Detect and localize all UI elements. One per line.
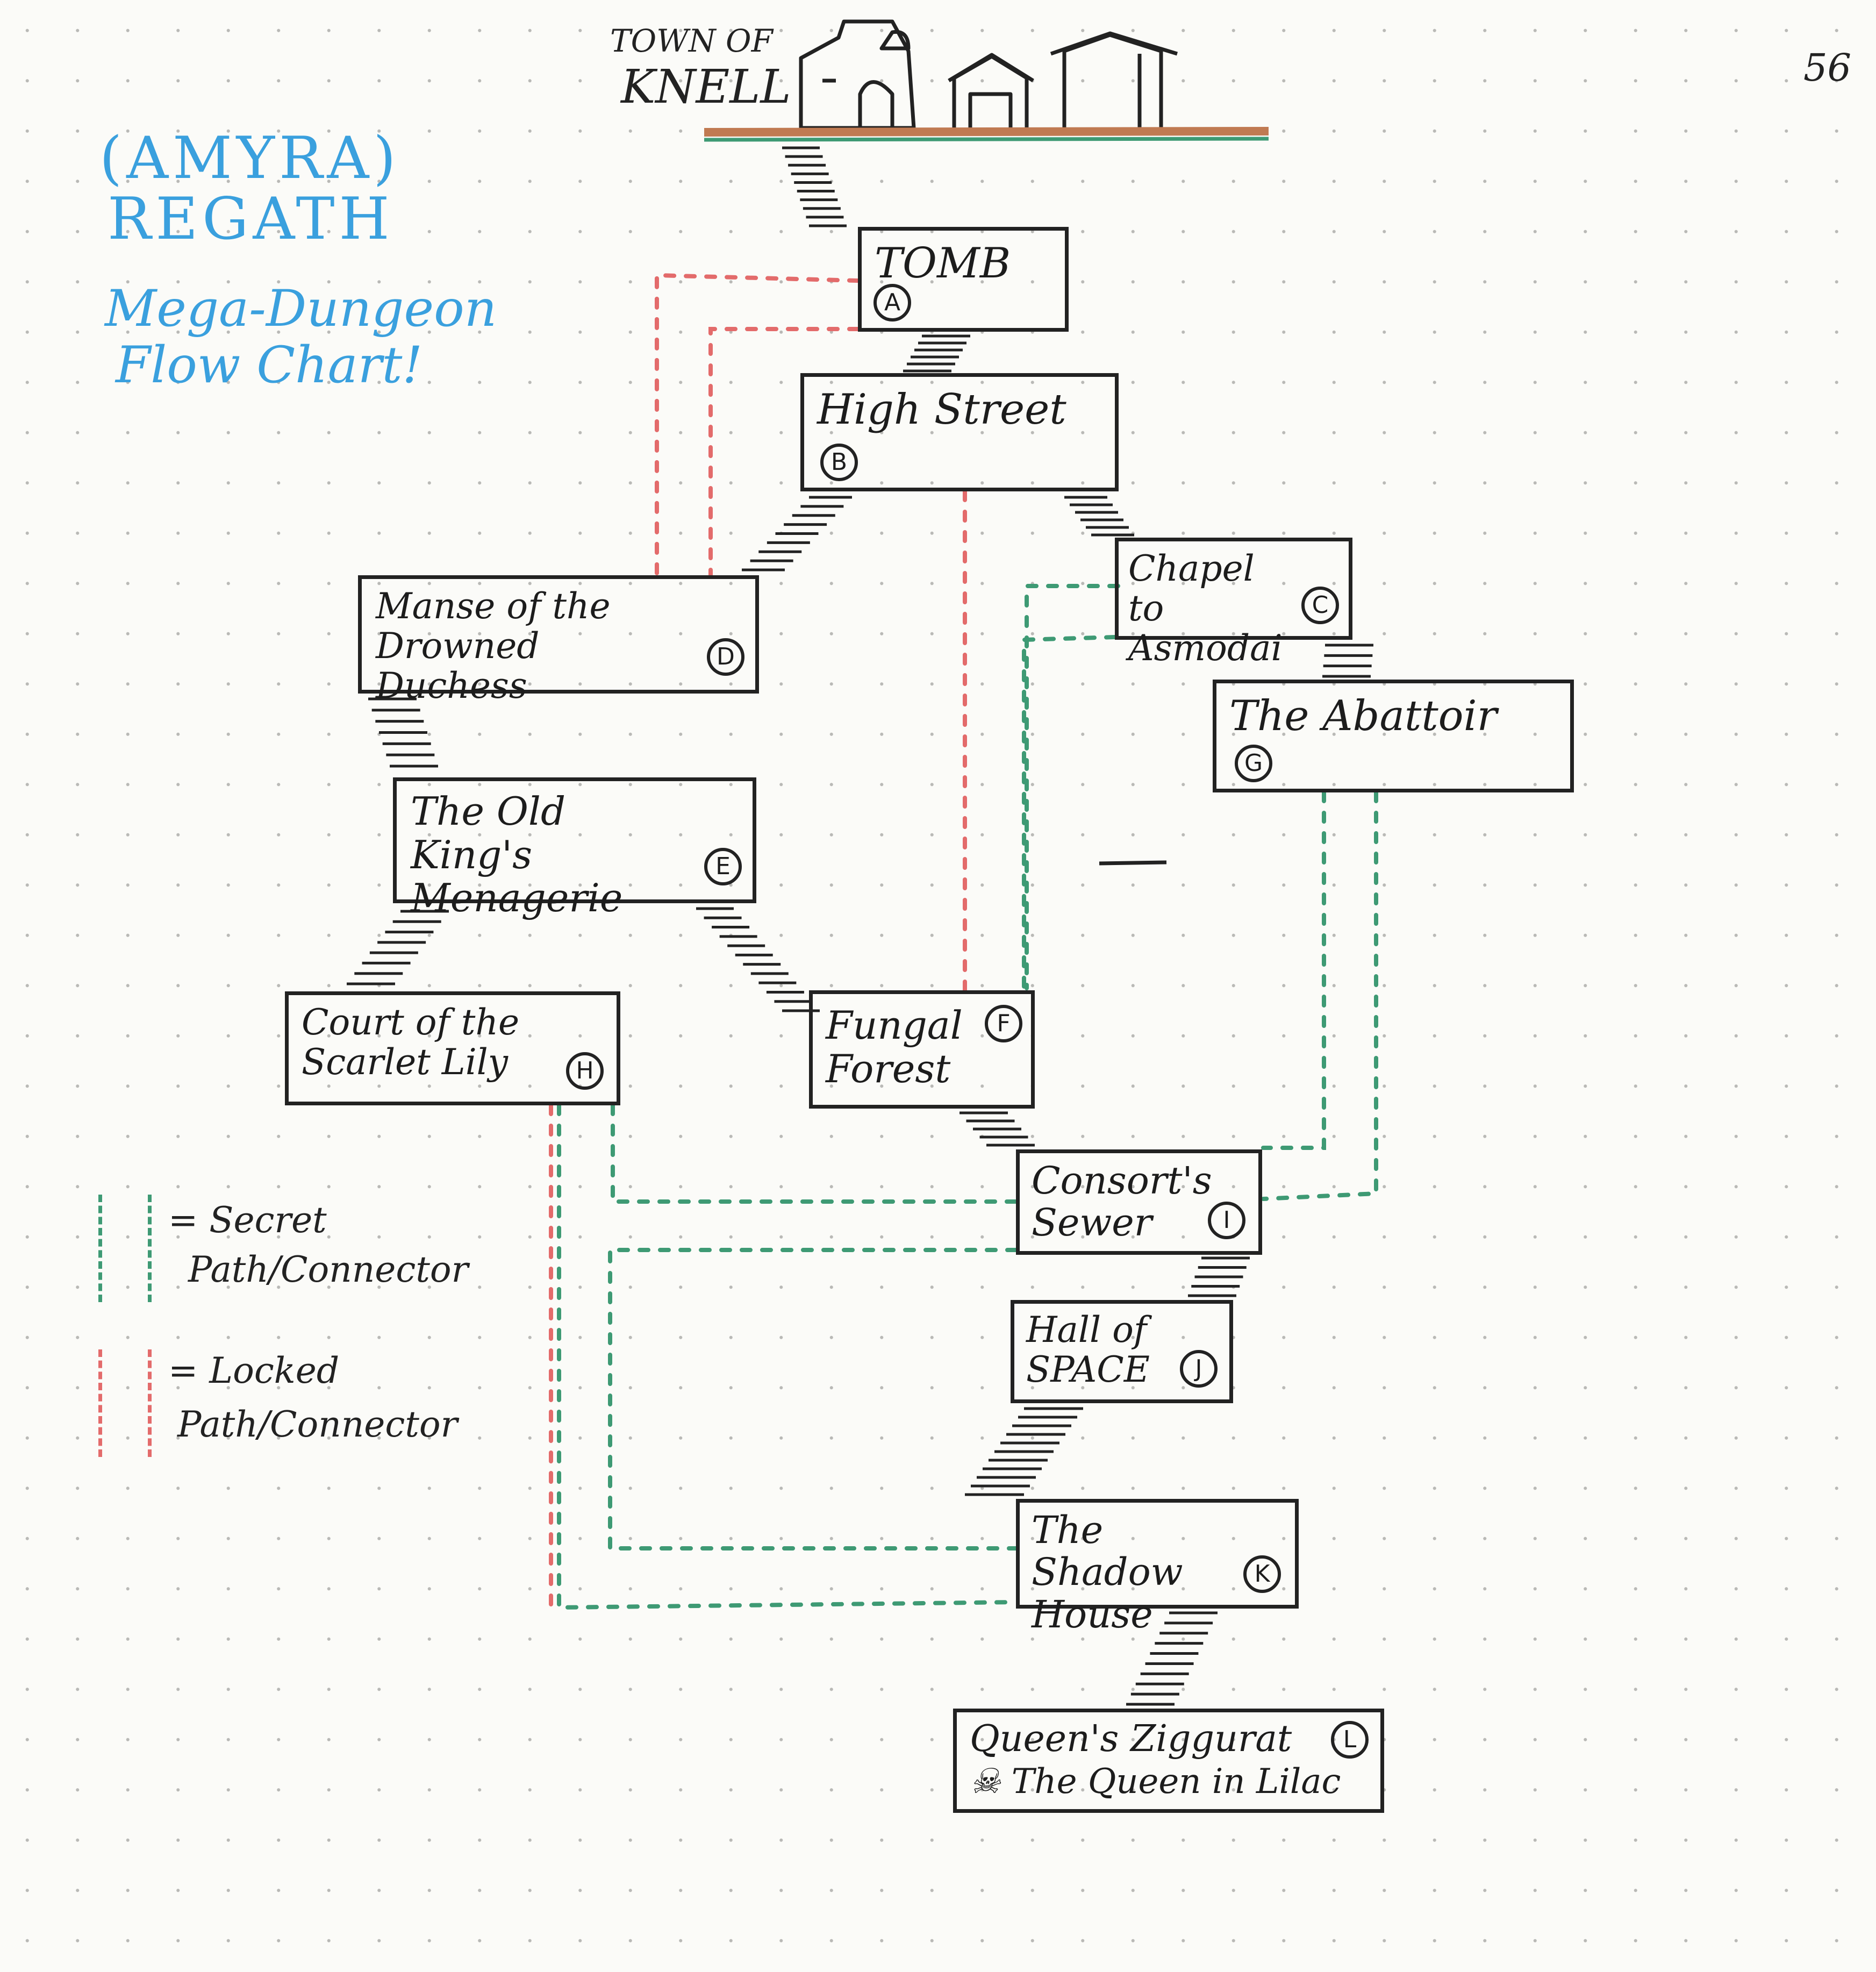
- stray-dash-mark: [1099, 860, 1167, 866]
- room-badge: J: [1180, 1350, 1218, 1388]
- room-badge: D: [707, 638, 744, 676]
- town-label-line2: KNELL: [621, 60, 791, 114]
- secret-connector: [1022, 635, 1117, 990]
- page-number: 56: [1803, 46, 1852, 90]
- room-name: Hall of SPACE: [1026, 1309, 1150, 1390]
- stairs-connector: [1064, 496, 1134, 537]
- room-badge: F: [985, 1005, 1022, 1042]
- secret-swatch: [94, 1195, 159, 1302]
- castle-icon: [799, 19, 916, 130]
- stairs-connector: [960, 1111, 1035, 1147]
- ground-strip: [704, 127, 1269, 137]
- skull-icon: ☠: [970, 1762, 1001, 1802]
- locked-connector: [655, 273, 860, 577]
- hut-large-icon: [1050, 31, 1178, 129]
- room-name: The Abattoir: [1229, 692, 1497, 740]
- room-the-abattoir[interactable]: The Abattoir G: [1213, 680, 1574, 792]
- legend-locked-line1: = Locked: [168, 1350, 340, 1391]
- stairs-connector: [965, 1407, 1083, 1496]
- secret-connector: [1261, 790, 1378, 1201]
- stairs-connector: [903, 334, 970, 373]
- stairs-connector: [742, 496, 852, 571]
- room-badge: C: [1301, 587, 1339, 624]
- room-name: TOMB: [875, 239, 1011, 288]
- town-label-line1: TOWN OF: [610, 23, 773, 59]
- room-subtitle: ☠ The Queen in Lilac: [970, 1762, 1367, 1802]
- legend-secret-line2: Path/Connector: [188, 1249, 469, 1290]
- locked-connector: [708, 327, 860, 577]
- stairs-connector: [782, 146, 847, 227]
- secret-connector: [1025, 584, 1120, 990]
- stairs-connector: [1126, 1611, 1218, 1706]
- subtitle-line1: Mega-Dungeon: [105, 280, 497, 338]
- stairs-connector: [696, 907, 820, 1012]
- stairs-connector: [1188, 1256, 1250, 1297]
- room-name: Fungal Forest: [826, 1003, 963, 1091]
- room-high-street[interactable]: High Street B: [800, 373, 1119, 491]
- grass-line: [704, 137, 1269, 142]
- title-line1: (AMYRA): [99, 125, 400, 192]
- room-badge: G: [1235, 745, 1272, 782]
- room-name: Consort's Sewer: [1032, 1159, 1212, 1245]
- room-badge: I: [1208, 1202, 1245, 1239]
- secret-connector: [557, 1103, 1018, 1610]
- room-name: Chapel to Asmodai: [1128, 548, 1283, 669]
- stairs-connector: [1322, 644, 1373, 678]
- room-name: Court of the Scarlet Lily: [302, 1002, 520, 1083]
- stairs-connector: [368, 697, 438, 768]
- room-the-old-kings-menagerie[interactable]: The Old King's Menagerie E: [393, 777, 756, 920]
- room-the-shadow-house[interactable]: The Shadow House K: [1016, 1499, 1299, 1635]
- room-name: The Old King's Menagerie: [411, 789, 623, 921]
- title-line2: REGATH: [108, 185, 394, 253]
- room-badge: H: [566, 1052, 604, 1090]
- room-court-of-the-scarlet-lily[interactable]: Court of the Scarlet Lily H: [285, 991, 620, 1105]
- room-badge: L: [1331, 1721, 1369, 1759]
- room-name: High Street: [817, 385, 1066, 434]
- room-badge: A: [873, 284, 911, 321]
- room-consorts-sewer[interactable]: Consort's Sewer I: [1016, 1149, 1262, 1255]
- room-badge: K: [1243, 1555, 1281, 1593]
- town-buildings: [799, 19, 1178, 130]
- legend-secret-line1: = Secret: [168, 1199, 327, 1241]
- room-badge: B: [820, 444, 858, 481]
- room-queens-ziggurat[interactable]: Queen's Ziggurat ☠ The Queen in Lilac L: [953, 1709, 1384, 1813]
- room-subtitle-text: The Queen in Lilac: [1011, 1762, 1341, 1802]
- locked-swatch: [94, 1349, 159, 1457]
- secret-connector: [608, 1248, 1018, 1551]
- room-tomb[interactable]: TOMB A: [858, 227, 1069, 332]
- room-name: The Shadow House: [1032, 1508, 1183, 1637]
- room-badge: E: [704, 848, 742, 885]
- subtitle-line2: Flow Chart!: [116, 336, 423, 395]
- room-name: Queen's Ziggurat: [970, 1718, 1292, 1760]
- room-manse-of-the-drowned-duchess[interactable]: Manse of the Drowned Duchess D: [358, 575, 759, 705]
- legend-locked-line2: Path/Connector: [177, 1404, 458, 1445]
- room-chapel-to-asmodai[interactable]: Chapel to Asmodai C: [1115, 538, 1352, 668]
- room-fungal-forest[interactable]: Fungal Forest F: [809, 990, 1035, 1109]
- room-hall-of-space[interactable]: Hall of SPACE J: [1011, 1300, 1233, 1403]
- room-name: Manse of the Drowned Duchess: [376, 585, 611, 706]
- secret-connector: [1261, 790, 1326, 1150]
- hut-small-icon: [948, 53, 1034, 129]
- stairs-connector: [347, 910, 449, 985]
